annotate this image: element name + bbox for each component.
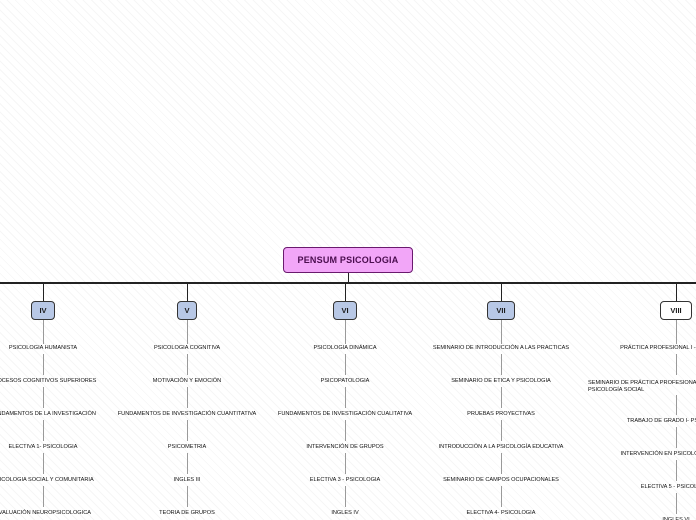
course-item[interactable]: ELECTIVA 4- PSICOLOGIA (466, 510, 536, 516)
course-connector (43, 453, 44, 474)
course-item[interactable]: INTERVENCIÓN DE GRUPOS (306, 444, 384, 450)
course-item[interactable]: INTERVENCIÓN EN PSICOLOGÍA CLÍNICA (620, 451, 696, 457)
course-connector (676, 493, 677, 514)
course-item[interactable]: MOTIVACIÓN Y EMOCIÓN (152, 378, 222, 384)
course-item[interactable]: PSICOMETRIA (167, 444, 207, 450)
course-item[interactable]: ELECTIVA 3 - PSICOLOGIA (309, 477, 381, 483)
course-item[interactable]: SEMINARIO DE INTRODUCCIÓN A LAS PRACTICA… (432, 345, 570, 351)
course-connector (345, 486, 346, 507)
course-item[interactable]: PRUEBAS PROYECTIVAS (467, 411, 535, 417)
course-connector (676, 320, 677, 344)
course-item[interactable]: FUNDAMENTOS DE INVESTIGACIÓN CUANTITATIV… (117, 411, 257, 417)
course-connector (501, 453, 502, 474)
course-item[interactable]: PRÁCTICA PROFESIONAL I - PSICOLOGÍA (620, 345, 696, 351)
course-item[interactable]: PSICOLOGIA DINÁMICA (313, 345, 377, 351)
course-connector (676, 395, 677, 415)
course-item[interactable]: SEMINARIO DE CAMPOS OCUPACIONALES (443, 477, 559, 483)
course-connector (43, 354, 44, 375)
course-item[interactable]: INGLES VI (662, 517, 690, 520)
course-connector (345, 320, 346, 344)
semester-connector (187, 283, 188, 301)
course-item[interactable]: PSICOLOGIA SOCIAL Y COMUNITARIA (0, 477, 94, 483)
course-item[interactable]: FUNDAMENTOS DE LA INVESTIGACIÓN (0, 411, 96, 417)
course-item[interactable]: PSICOPATOLOGIA (320, 378, 370, 384)
course-item[interactable]: PROCESOS COGNITIVOS SUPERIORES (0, 378, 97, 384)
course-item[interactable]: ELECTIVA 1- PSICOLOGIA (8, 444, 78, 450)
course-connector (43, 320, 44, 344)
course-item[interactable]: PSICOLOGIA COGNITIVA (153, 345, 221, 351)
course-connector (676, 460, 677, 481)
course-connector (501, 320, 502, 344)
course-item[interactable]: SEMINARIO DE PRÁCTICA PROFESIONAL I - PS… (588, 380, 696, 393)
course-connector (345, 387, 346, 408)
course-item[interactable]: INGLES IV (331, 510, 359, 516)
course-connector (345, 453, 346, 474)
course-item[interactable]: INTRODUCCIÓN A LA PSICOLOGÍA EDUCATIVA (438, 444, 564, 450)
semester-node-vi[interactable]: VI (333, 301, 357, 320)
semester-connector (676, 283, 677, 301)
course-item[interactable]: FUNDAMENTOS DE INVESTIGACIÓN CUALITATIVA (277, 411, 413, 417)
root-topic[interactable]: PENSUM PSICOLOGIA (283, 247, 413, 273)
course-item[interactable]: TEORIA DE GRUPOS (159, 510, 215, 516)
course-connector (345, 354, 346, 375)
semester-node-vii[interactable]: VII (487, 301, 515, 320)
course-connector (676, 354, 677, 375)
semester-node-v[interactable]: V (177, 301, 197, 320)
semester-connector (43, 283, 44, 301)
course-connector (501, 486, 502, 507)
root-connector (348, 273, 349, 283)
semester-connector (345, 283, 346, 301)
course-item[interactable]: TRABAJO DE GRADO I- PSICOLOGÍA (626, 418, 696, 424)
course-connector (43, 420, 44, 441)
course-connector (187, 387, 188, 408)
course-item[interactable]: EVALUACIÓN NEUROPSICOLOGICA (0, 510, 91, 516)
course-connector (187, 420, 188, 441)
course-item[interactable]: PSICOLOGIA HUMANISTA (8, 345, 78, 351)
course-connector (501, 420, 502, 441)
course-connector (345, 420, 346, 441)
course-connector (43, 387, 44, 408)
course-connector (187, 486, 188, 507)
course-connector (676, 427, 677, 448)
course-item[interactable]: INGLES III (173, 477, 201, 483)
course-item[interactable]: SEMINARIO DE ETICA Y PSICOLOGIA (451, 378, 551, 384)
semester-node-viii[interactable]: VIII (660, 301, 692, 320)
course-item[interactable]: ELECTIVA 5 - PSICOLOGÍA (640, 484, 696, 490)
course-connector (43, 486, 44, 507)
course-connector (501, 354, 502, 375)
course-connector (501, 387, 502, 408)
semester-node-iv[interactable]: IV (31, 301, 55, 320)
course-connector (187, 320, 188, 344)
course-connector (187, 453, 188, 474)
course-connector (187, 354, 188, 375)
semester-connector (501, 283, 502, 301)
